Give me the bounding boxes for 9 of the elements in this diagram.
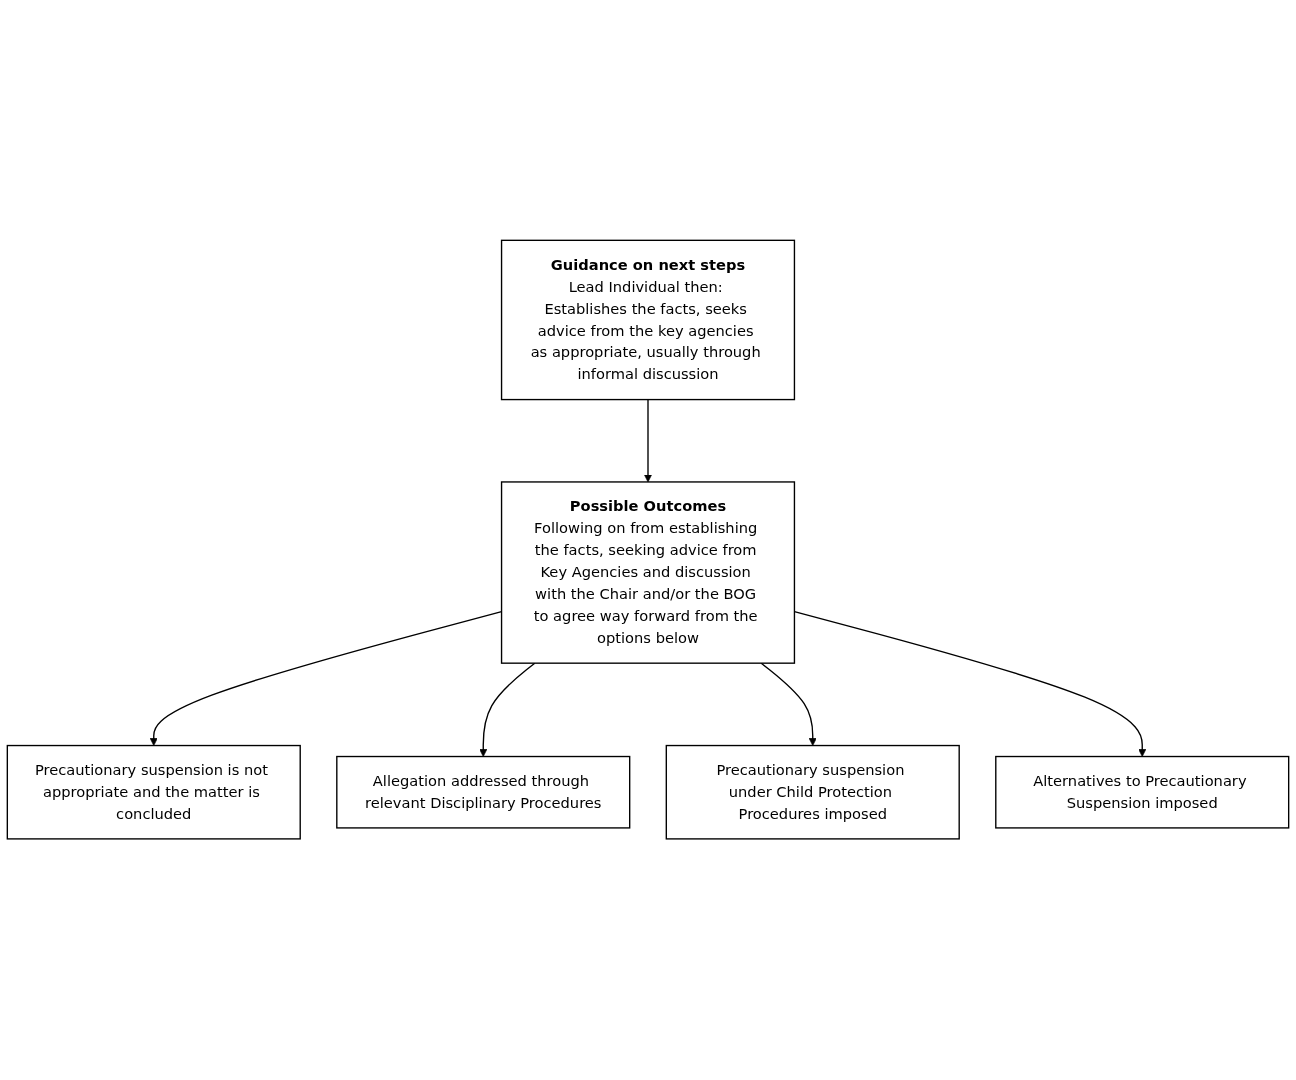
arrow — [643, 399, 653, 483]
node-box: Precautionary suspension under Child Protection Procedures imposed — [665, 745, 960, 840]
arrow — [479, 662, 536, 758]
node-box: Alternatives to Precautionary Suspension imposed — [995, 756, 1290, 829]
node-box: Guidance on next steps Lead Individual then: Establishes the facts, seeks advice from the key agencies as appropriate, usually through informal discussion — [500, 240, 796, 401]
node-box: Precautionary suspension is not appropriate and the matter is concluded — [6, 745, 301, 840]
node-box: Possible Outcomes Following on from establishing the facts, seeking advice from Key Agencies and discussion with the Chair and/or the BOG to agree way forward from the options below — [500, 481, 796, 665]
node-box: Allegation addressed through relevant Disciplinary Procedures — [336, 756, 631, 829]
arrow — [760, 662, 817, 747]
